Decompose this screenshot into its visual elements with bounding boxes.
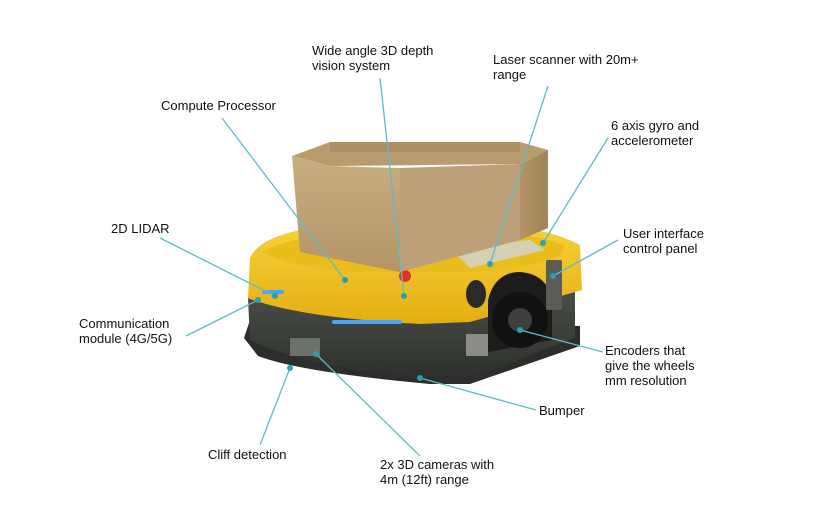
- label-line: Communication: [79, 316, 170, 331]
- label-line: Laser scanner with 20m+: [493, 52, 639, 67]
- label-bumper: Bumper: [539, 403, 585, 418]
- camera-box-left: [290, 338, 320, 356]
- leader-dot: [540, 240, 546, 246]
- box-front-right: [400, 164, 520, 272]
- front-sensor: [466, 280, 486, 308]
- label-line: accelerometer: [611, 133, 694, 148]
- label-line: control panel: [623, 241, 698, 256]
- label-line: User interface: [623, 226, 704, 241]
- leader-line: [489, 85, 549, 265]
- label-laser-scanner: Laser scanner with 20m+range: [493, 52, 639, 82]
- label-line: Bumper: [539, 403, 585, 418]
- leader-dot: [342, 277, 348, 283]
- label-line: module (4G/5G): [79, 331, 173, 346]
- leader-dot: [517, 327, 523, 333]
- label-line: Compute Processor: [161, 98, 276, 113]
- leader-line: [159, 237, 276, 297]
- leader-dot: [401, 293, 407, 299]
- leader-dot: [313, 351, 319, 357]
- label-line: 6 axis gyro and: [611, 118, 700, 133]
- leader-dot: [255, 297, 261, 303]
- leader-line: [519, 329, 604, 353]
- led-strip-front: [332, 320, 402, 324]
- box-front: [292, 156, 400, 272]
- leader-line: [552, 239, 619, 277]
- label-line: range: [493, 67, 527, 82]
- leader-line: [259, 367, 291, 446]
- leader-line: [315, 353, 421, 457]
- wheel-hub: [508, 308, 532, 332]
- leader-dot: [550, 273, 556, 279]
- label-line: Wide angle 3D depth: [312, 43, 434, 58]
- label-cliff-detection: Cliff detection: [208, 447, 287, 462]
- led-strip-left: [262, 290, 284, 294]
- label-line: give the wheels: [605, 358, 695, 373]
- leader-line: [542, 137, 609, 244]
- leader-line: [379, 77, 405, 297]
- leader-dot: [417, 375, 423, 381]
- leader-dot: [272, 293, 278, 299]
- label-line: 2x 3D cameras with: [380, 457, 495, 472]
- box-tape: [330, 142, 520, 152]
- box-side: [520, 150, 548, 240]
- leader-line: [221, 117, 346, 281]
- label-line: Cliff detection: [208, 447, 287, 462]
- lower-body: [248, 290, 575, 378]
- leader-dot: [487, 261, 493, 267]
- label-line: Encoders that: [605, 343, 686, 358]
- leader-dot: [287, 365, 293, 371]
- label-line: 4m (12ft) range: [380, 472, 469, 487]
- label-compute-processor: Compute Processor: [161, 98, 276, 113]
- label-line: 2D LIDAR: [111, 221, 170, 236]
- label-2d-lidar: 2D LIDAR: [111, 221, 170, 236]
- label-line: vision system: [312, 58, 391, 73]
- leader-line: [419, 377, 537, 411]
- leader-line: [185, 299, 259, 337]
- label-line: mm resolution: [605, 373, 687, 388]
- camera-box-right: [466, 334, 488, 356]
